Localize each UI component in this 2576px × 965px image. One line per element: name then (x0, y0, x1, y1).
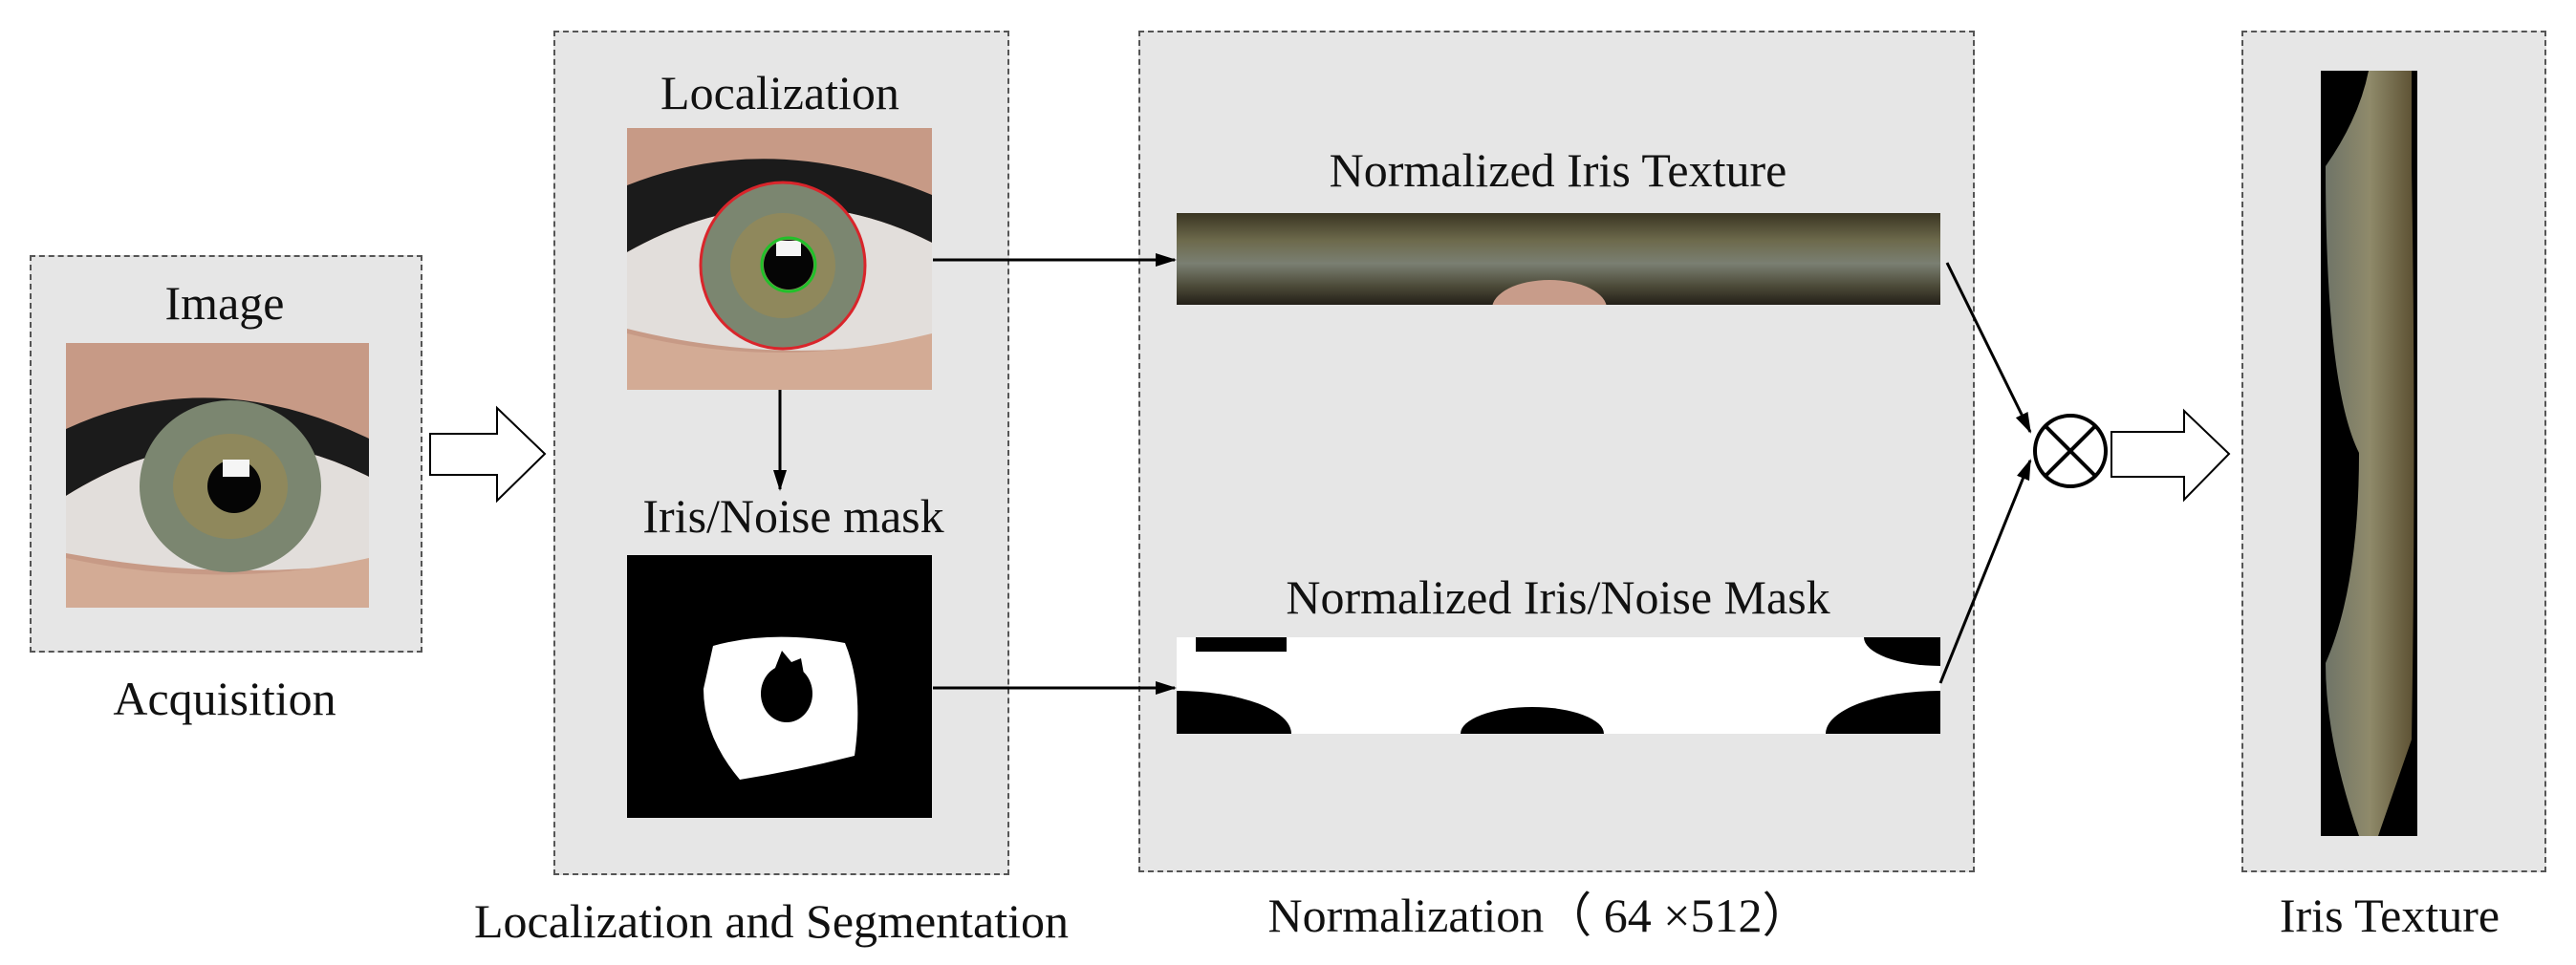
normalized-mask-strip (1177, 637, 1940, 734)
iris-texture-image (2321, 71, 2417, 836)
multiply-operator-icon (2033, 414, 2108, 488)
normalized-iris-texture-strip (1177, 213, 1940, 305)
acquisition-caption: Acquisition (113, 672, 336, 725)
arrow-texture-to-operator (1945, 262, 2032, 434)
arrow-mask-to-operator (1938, 459, 2032, 684)
normalized-texture-label: Normalized Iris Texture (1329, 143, 1787, 197)
iris-noise-mask-image (627, 555, 932, 818)
hollow-arrow-output (2111, 408, 2231, 503)
iris-texture-caption: Iris Texture (2279, 889, 2500, 942)
hollow-arrow-acquisition (429, 405, 547, 504)
localized-eye-image (627, 128, 932, 390)
normalization-caption: Normalization（ 64 ×512） (1267, 889, 1810, 942)
eye-image (66, 343, 369, 608)
image-label: Image (164, 276, 285, 330)
segmentation-caption: Localization and Segmentation (473, 894, 1070, 948)
normalized-mask-label: Normalized Iris/Noise Mask (1286, 570, 1830, 624)
iris-noise-mask-label: Iris/Noise mask (642, 489, 944, 543)
localization-label: Localization (660, 66, 899, 119)
